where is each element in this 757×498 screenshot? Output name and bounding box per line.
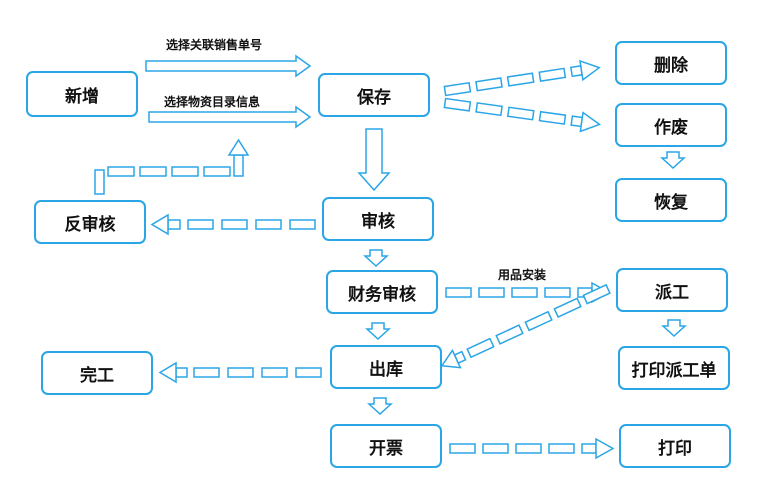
edge-add-to-save-material (148, 105, 312, 129)
edge-finance-to-outbound (365, 322, 391, 341)
node-finance-audit: 财务审核 (326, 270, 438, 314)
node-void: 作废 (615, 103, 727, 147)
node-invoice: 开票 (330, 424, 442, 468)
edge-void-to-restore (660, 151, 686, 170)
edge-save-to-audit (357, 128, 391, 192)
edge-label-select-material: 选择物资目录信息 (164, 95, 261, 109)
edge-save-to-void (443, 97, 602, 133)
edge-label-select-sales-no: 选择关联销售单号 (166, 38, 263, 52)
node-print: 打印 (619, 424, 731, 468)
node-dispatch: 派工 (616, 268, 728, 312)
node-unaudit: 反审核 (34, 200, 146, 244)
edge-label-item-install: 用品安装 (498, 268, 547, 282)
node-delete: 删除 (615, 41, 727, 85)
edge-invoice-to-print (449, 437, 615, 460)
edge-audit-to-unaudit (150, 213, 316, 236)
edge-outbound-to-complete (158, 361, 322, 384)
edge-outbound-to-invoice (367, 397, 393, 416)
node-print-dispatch: 打印派工单 (618, 346, 730, 390)
edge-save-to-delete (443, 59, 601, 97)
node-save: 保存 (318, 73, 430, 117)
node-add: 新增 (26, 71, 138, 117)
edge-dispatch-to-print (661, 319, 687, 338)
node-audit: 审核 (322, 197, 434, 241)
node-complete: 完工 (41, 351, 153, 395)
edge-add-to-save-sales (145, 54, 312, 78)
node-outbound: 出库 (330, 345, 442, 389)
edge-dispatch-to-outbound (440, 283, 611, 369)
edge-unaudit-to-save (94, 138, 250, 195)
node-restore: 恢复 (615, 178, 727, 222)
edge-audit-to-finance (363, 249, 389, 268)
